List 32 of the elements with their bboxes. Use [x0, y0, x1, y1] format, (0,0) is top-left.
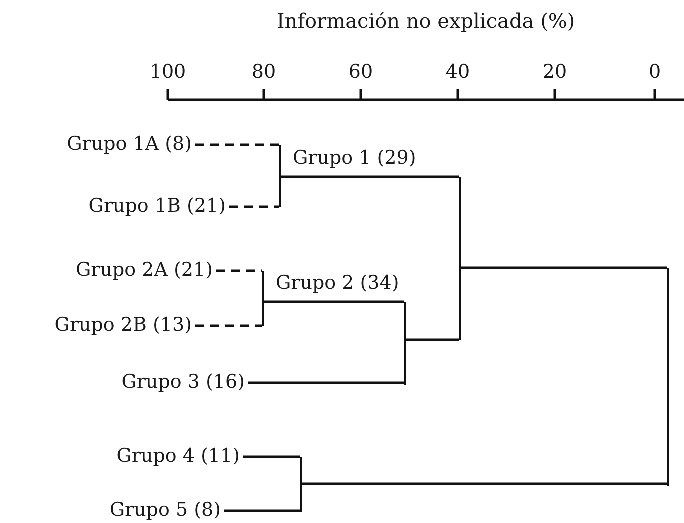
group-label: Grupo 1A (8) [67, 132, 192, 156]
tick-label: 60 [348, 61, 374, 83]
dendrogram-branch [195, 324, 262, 328]
tick-label: 100 [150, 61, 186, 83]
group-label: Grupo 2A (21) [76, 258, 213, 282]
dendrogram-branch [229, 206, 279, 208]
tick-label: 20 [542, 61, 568, 83]
cluster-label: Grupo 1 (29) [293, 147, 416, 169]
group-label: Grupo 3 (16) [122, 370, 245, 394]
group-label: Grupo 5 (8) [110, 498, 221, 522]
dendrogram-bracket [459, 177, 462, 340]
tick-label: 40 [446, 61, 470, 83]
dendrogram-branch [248, 382, 404, 384]
dendrogram-branch [195, 144, 279, 146]
dendrogram-branch [281, 176, 459, 178]
group-label: Grupo 2B (13) [54, 313, 192, 337]
dendrogram-bracket [667, 268, 670, 486]
dendrogram-branch [406, 338, 459, 342]
axis-title: Información no explicada (%) [276, 9, 576, 33]
cluster-label: Grupo 2 (34) [276, 272, 400, 294]
dendrogram-branch [224, 510, 300, 512]
group-label: Grupo 1B (21) [88, 194, 226, 218]
dendrogram-bracket [404, 302, 407, 385]
tick-label: 0 [648, 61, 662, 83]
dendrogram-bracket [300, 457, 303, 512]
dendrogram-branch [461, 266, 667, 270]
dendrogram-branch [264, 300, 404, 304]
dendrogram-branch [216, 270, 262, 272]
dendrogram-branch [243, 456, 300, 458]
tick-label: 80 [252, 61, 276, 83]
group-label: Grupo 4 (11) [116, 444, 240, 468]
dendrogram-branch [302, 482, 667, 486]
